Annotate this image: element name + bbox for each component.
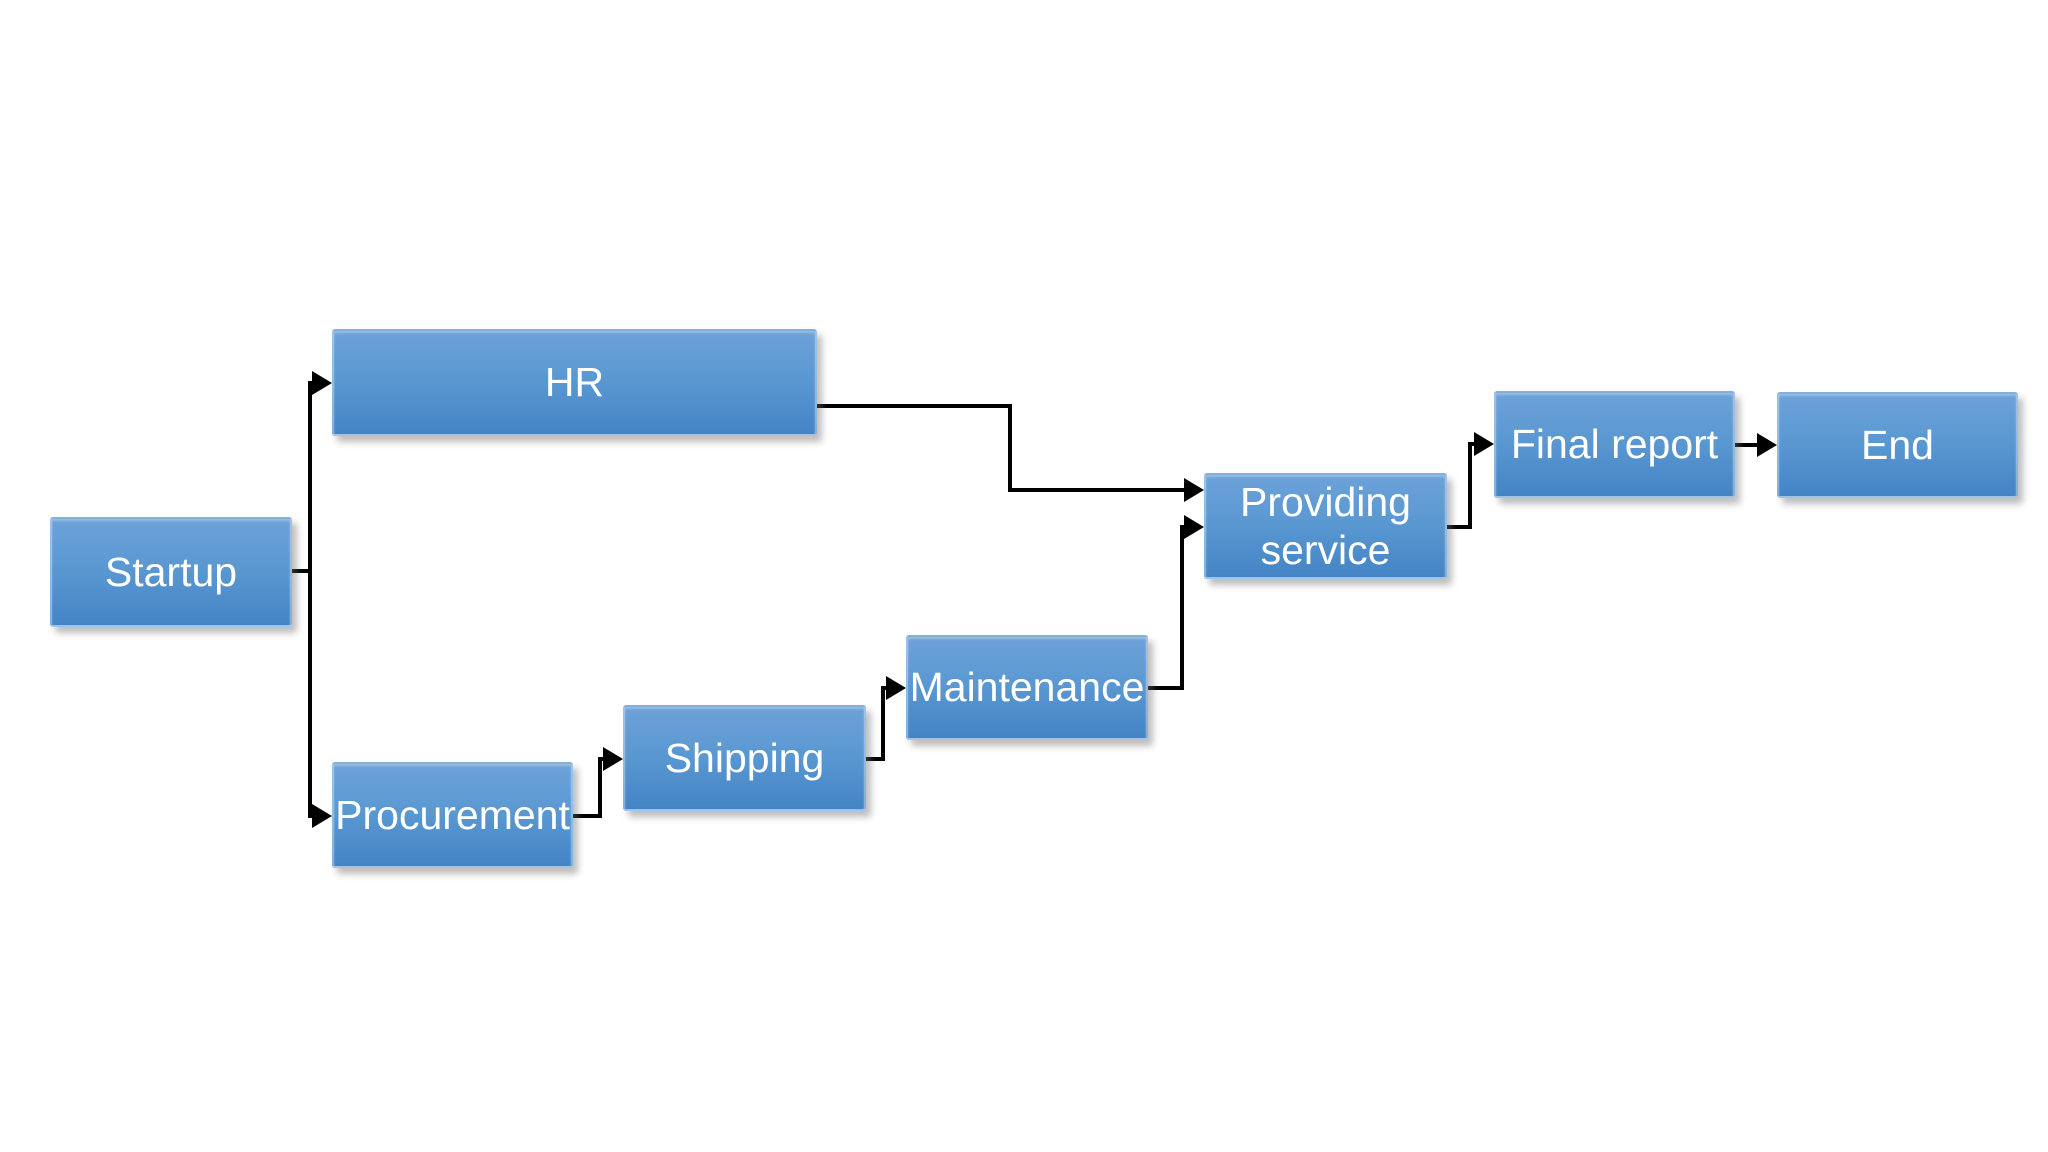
node-end: End: [1777, 392, 2018, 498]
edge-procurement-shipping: [573, 747, 623, 818]
node-startup: Startup: [50, 517, 292, 627]
node-procurement: Procurement: [332, 762, 573, 868]
node-shipping-label: Shipping: [664, 734, 825, 781]
node-maintenance: Maintenance: [906, 635, 1148, 740]
edge-startup-procurement: [308, 571, 332, 828]
node-final-report: Final report: [1494, 391, 1735, 498]
node-procurement-label: Procurement: [335, 791, 570, 838]
node-providing-service: Providing service: [1204, 473, 1447, 579]
edge-providing-service-final-report: [1447, 432, 1494, 529]
edge-maintenance-providing-service: [1148, 515, 1204, 690]
node-startup-label: Startup: [104, 548, 238, 595]
edge-startup-hr: [292, 371, 332, 573]
edge-shipping-maintenance: [866, 676, 906, 761]
node-end-label: End: [1861, 421, 1934, 468]
node-providing-service-label: Providing service: [1240, 478, 1411, 573]
node-hr-label: HR: [544, 359, 605, 406]
edge-hr-providing-service: [817, 404, 1204, 502]
node-shipping: Shipping: [623, 705, 866, 811]
node-final-report-label: Final report: [1510, 421, 1719, 468]
node-hr: HR: [332, 329, 817, 436]
node-maintenance-label: Maintenance: [909, 664, 1145, 711]
